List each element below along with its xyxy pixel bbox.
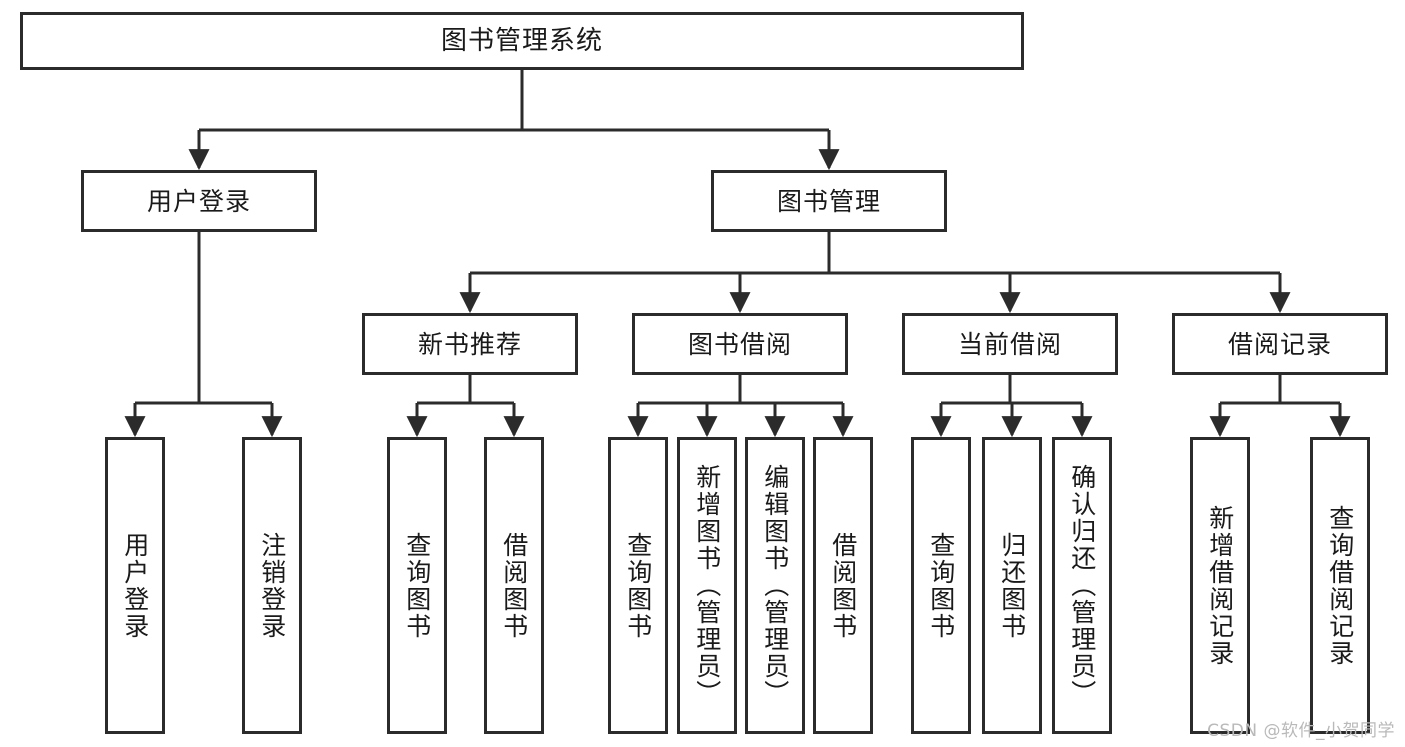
node-leaf-query-book-3-label: 查询图书: [926, 531, 956, 640]
node-leaf-query-book-1[interactable]: 查询图书: [387, 437, 447, 734]
watermark: CSDN @软件_小贺同学: [1207, 721, 1395, 741]
node-book-manage[interactable]: 图书管理: [711, 170, 947, 232]
node-leaf-query-borrow-record[interactable]: 查询借阅记录: [1310, 437, 1370, 734]
node-leaf-query-book-2-label: 查询图书: [623, 531, 653, 640]
node-leaf-borrow-book-1[interactable]: 借阅图书: [484, 437, 544, 734]
node-leaf-return-book[interactable]: 归还图书: [982, 437, 1042, 734]
node-leaf-borrow-book-2[interactable]: 借阅图书: [813, 437, 873, 734]
node-user-login[interactable]: 用户登录: [81, 170, 317, 232]
node-leaf-borrow-book-1-label: 借阅图书: [499, 531, 529, 640]
node-leaf-add-book-admin-label: 新增图书（管理员）: [692, 464, 722, 707]
node-borrow-record-label: 借阅记录: [1227, 329, 1332, 359]
node-current-borrow-label: 当前借阅: [957, 329, 1062, 359]
node-leaf-query-book-2[interactable]: 查询图书: [608, 437, 668, 734]
node-leaf-user-login[interactable]: 用户登录: [105, 437, 165, 734]
node-borrow-record[interactable]: 借阅记录: [1172, 313, 1388, 375]
node-leaf-confirm-return-admin-label: 确认归还（管理员）: [1067, 464, 1097, 707]
node-leaf-query-book-1-label: 查询图书: [402, 531, 432, 640]
node-new-book-recommend[interactable]: 新书推荐: [362, 313, 578, 375]
node-leaf-logout-login[interactable]: 注销登录: [242, 437, 302, 734]
node-leaf-add-borrow-record[interactable]: 新增借阅记录: [1190, 437, 1250, 734]
node-leaf-query-borrow-record-label: 查询借阅记录: [1325, 504, 1355, 667]
node-new-book-recommend-label: 新书推荐: [417, 329, 522, 359]
node-leaf-logout-login-label: 注销登录: [257, 531, 287, 640]
node-leaf-query-book-3[interactable]: 查询图书: [911, 437, 971, 734]
node-root[interactable]: 图书管理系统: [20, 12, 1024, 70]
node-book-borrow[interactable]: 图书借阅: [632, 313, 848, 375]
node-leaf-edit-book-admin-label: 编辑图书（管理员）: [760, 464, 790, 707]
node-leaf-user-login-label: 用户登录: [120, 531, 150, 640]
node-user-login-label: 用户登录: [146, 186, 251, 216]
node-leaf-confirm-return-admin[interactable]: 确认归还（管理员）: [1052, 437, 1112, 734]
node-leaf-edit-book-admin[interactable]: 编辑图书（管理员）: [745, 437, 805, 734]
node-current-borrow[interactable]: 当前借阅: [902, 313, 1118, 375]
node-leaf-add-borrow-record-label: 新增借阅记录: [1205, 504, 1235, 667]
node-leaf-borrow-book-2-label: 借阅图书: [828, 531, 858, 640]
node-leaf-add-book-admin[interactable]: 新增图书（管理员）: [677, 437, 737, 734]
node-book-borrow-label: 图书借阅: [687, 329, 792, 359]
node-book-manage-label: 图书管理: [776, 186, 881, 216]
node-leaf-return-book-label: 归还图书: [997, 531, 1027, 640]
node-root-label: 图书管理系统: [440, 26, 603, 56]
